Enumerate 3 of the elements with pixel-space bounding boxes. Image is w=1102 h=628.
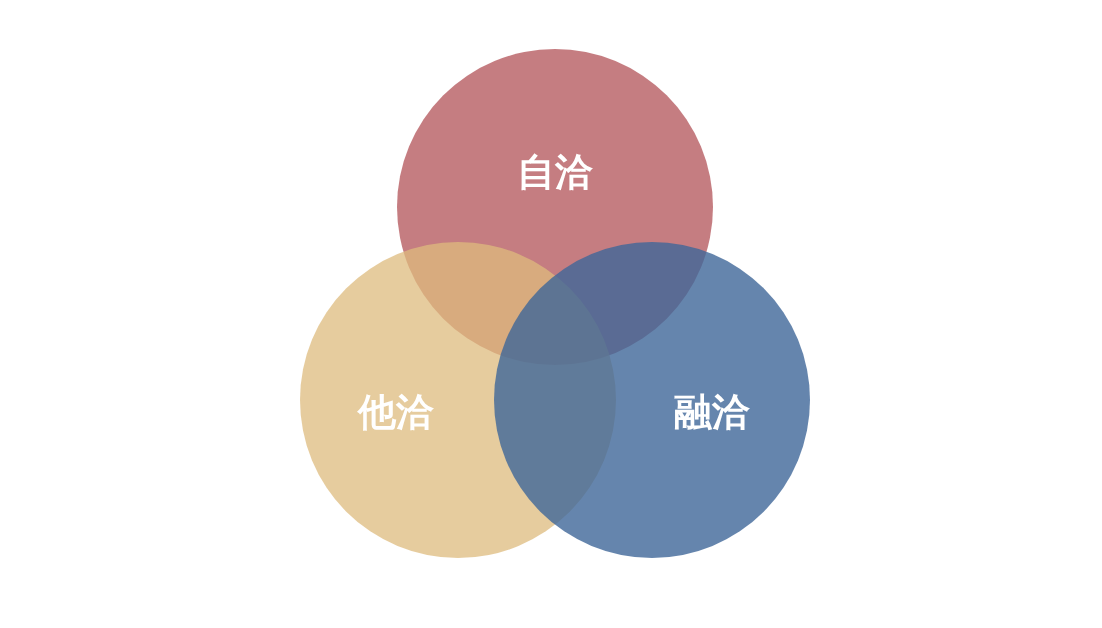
circle-label: 他洽: [358, 393, 434, 431]
circle-label: 融洽: [674, 393, 750, 431]
circle-label: 自洽: [517, 153, 593, 191]
